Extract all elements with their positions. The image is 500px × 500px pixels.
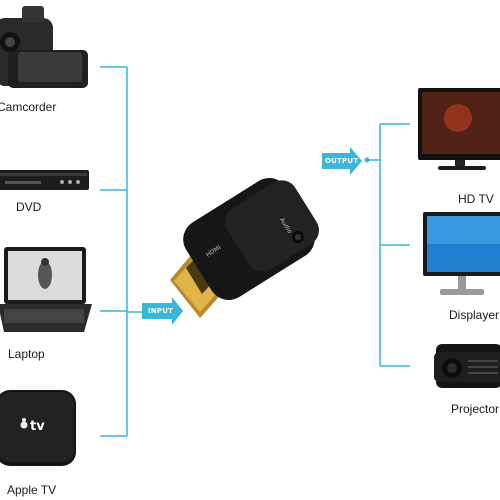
input-connector-lines <box>100 66 142 437</box>
input-label-apple-tv: Apple TV <box>7 483 57 497</box>
output-connector-lines <box>365 123 410 367</box>
apple-tv-badge: tv <box>30 419 45 434</box>
camcorder-icon <box>0 6 88 88</box>
hdmi-vga-adapter <box>170 177 319 318</box>
input-arrow <box>142 297 183 325</box>
output-label-hd-tv: HD TV <box>458 192 494 206</box>
output-label-projector: Projector <box>451 402 500 416</box>
hd-tv-icon <box>418 88 500 170</box>
input-arrow-label: INPUT <box>148 307 174 315</box>
input-label-laptop: Laptop <box>8 347 45 361</box>
input-label-dvd: DVD <box>16 200 42 214</box>
output-arrow-label: OUTPUT <box>325 157 359 165</box>
projector-icon <box>434 344 500 388</box>
junction-dot <box>364 157 370 163</box>
laptop-icon <box>0 247 92 332</box>
output-arrow <box>322 147 362 175</box>
monitor-icon <box>423 212 500 295</box>
output-label-displayer: Displayer <box>449 308 500 322</box>
dvd-player-icon <box>0 170 89 190</box>
apple-tv-icon <box>0 390 76 466</box>
input-label-camcorder: Camcorder <box>0 100 57 114</box>
